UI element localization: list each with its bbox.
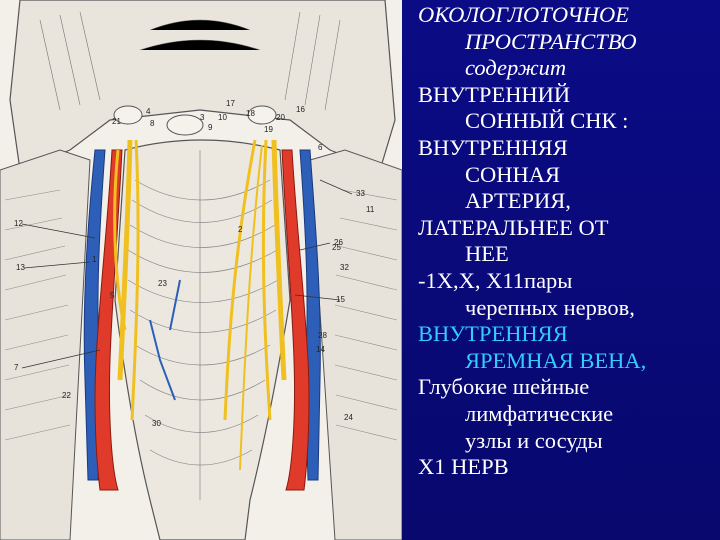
svg-text:15: 15 — [336, 295, 345, 304]
svg-text:26: 26 — [334, 238, 343, 247]
svg-text:12: 12 — [14, 219, 23, 228]
svg-text:24: 24 — [344, 413, 353, 422]
item-3-line-2: НЕЕ — [465, 241, 509, 267]
svg-text:4: 4 — [146, 107, 151, 116]
item-6-line-1: Глубокие шейные — [418, 374, 590, 400]
title-line-2: ПРОСТРАНСТВО — [465, 28, 637, 54]
svg-text:2: 2 — [238, 225, 243, 234]
svg-text:14: 14 — [316, 345, 325, 354]
title-line-3: содержит — [465, 55, 567, 81]
svg-text:6: 6 — [318, 143, 323, 152]
item-1-line-1: ВНУТРЕННИЙ — [418, 81, 571, 107]
svg-text:18: 18 — [246, 109, 255, 118]
svg-text:28: 28 — [318, 331, 327, 340]
svg-text:21: 21 — [112, 117, 121, 126]
svg-text:19: 19 — [264, 125, 273, 134]
svg-text:22: 22 — [62, 391, 71, 400]
svg-text:17: 17 — [226, 99, 235, 108]
item-2-line-1: ВНУТРЕННЯЯ — [418, 134, 568, 160]
item-2-line-3: АРТЕРИЯ, — [465, 188, 571, 214]
item-4-line-2: черепных нервов, — [465, 294, 635, 320]
svg-text:11: 11 — [366, 205, 375, 214]
item-4-line-1: -1Х,Х, Х11пары — [418, 267, 573, 293]
item-5-line-2: ЯРЕМНАЯ ВЕНА, — [465, 347, 647, 373]
svg-text:9: 9 — [208, 123, 213, 132]
item-6-line-3: узлы и сосуды — [465, 427, 603, 453]
svg-text:33: 33 — [356, 189, 365, 198]
svg-text:13: 13 — [16, 263, 25, 272]
item-5-line-1: ВНУТРЕННЯЯ — [418, 321, 568, 347]
svg-text:16: 16 — [296, 105, 305, 114]
svg-text:3: 3 — [200, 113, 205, 122]
item-1-line-2: СОННЫЙ СНК : — [465, 108, 629, 134]
title-line-1: ОКОЛОГЛОТОЧНОЕ — [418, 2, 629, 27]
svg-text:5: 5 — [110, 291, 115, 300]
item-6-line-2: лимфатические — [465, 400, 614, 426]
svg-text:20: 20 — [276, 113, 285, 122]
svg-text:1: 1 — [92, 255, 97, 264]
svg-text:25: 25 — [332, 243, 341, 252]
svg-text:23: 23 — [158, 279, 167, 288]
item-3-line-1: ЛАТЕРАЛЬНЕЕ ОТ — [418, 214, 609, 240]
svg-text:8: 8 — [150, 119, 155, 128]
svg-text:10: 10 — [218, 113, 227, 122]
item-7-line-1: Х1 НЕРВ — [418, 454, 509, 480]
svg-text:30: 30 — [152, 419, 161, 428]
svg-text:32: 32 — [340, 263, 349, 272]
text-panel: ОКОЛОГЛОТОЧНОЕ ПРОСТРАНСТВО содержит ВНУ… — [418, 2, 716, 538]
item-2-line-2: СОННАЯ — [465, 161, 561, 187]
svg-text:7: 7 — [14, 363, 19, 372]
